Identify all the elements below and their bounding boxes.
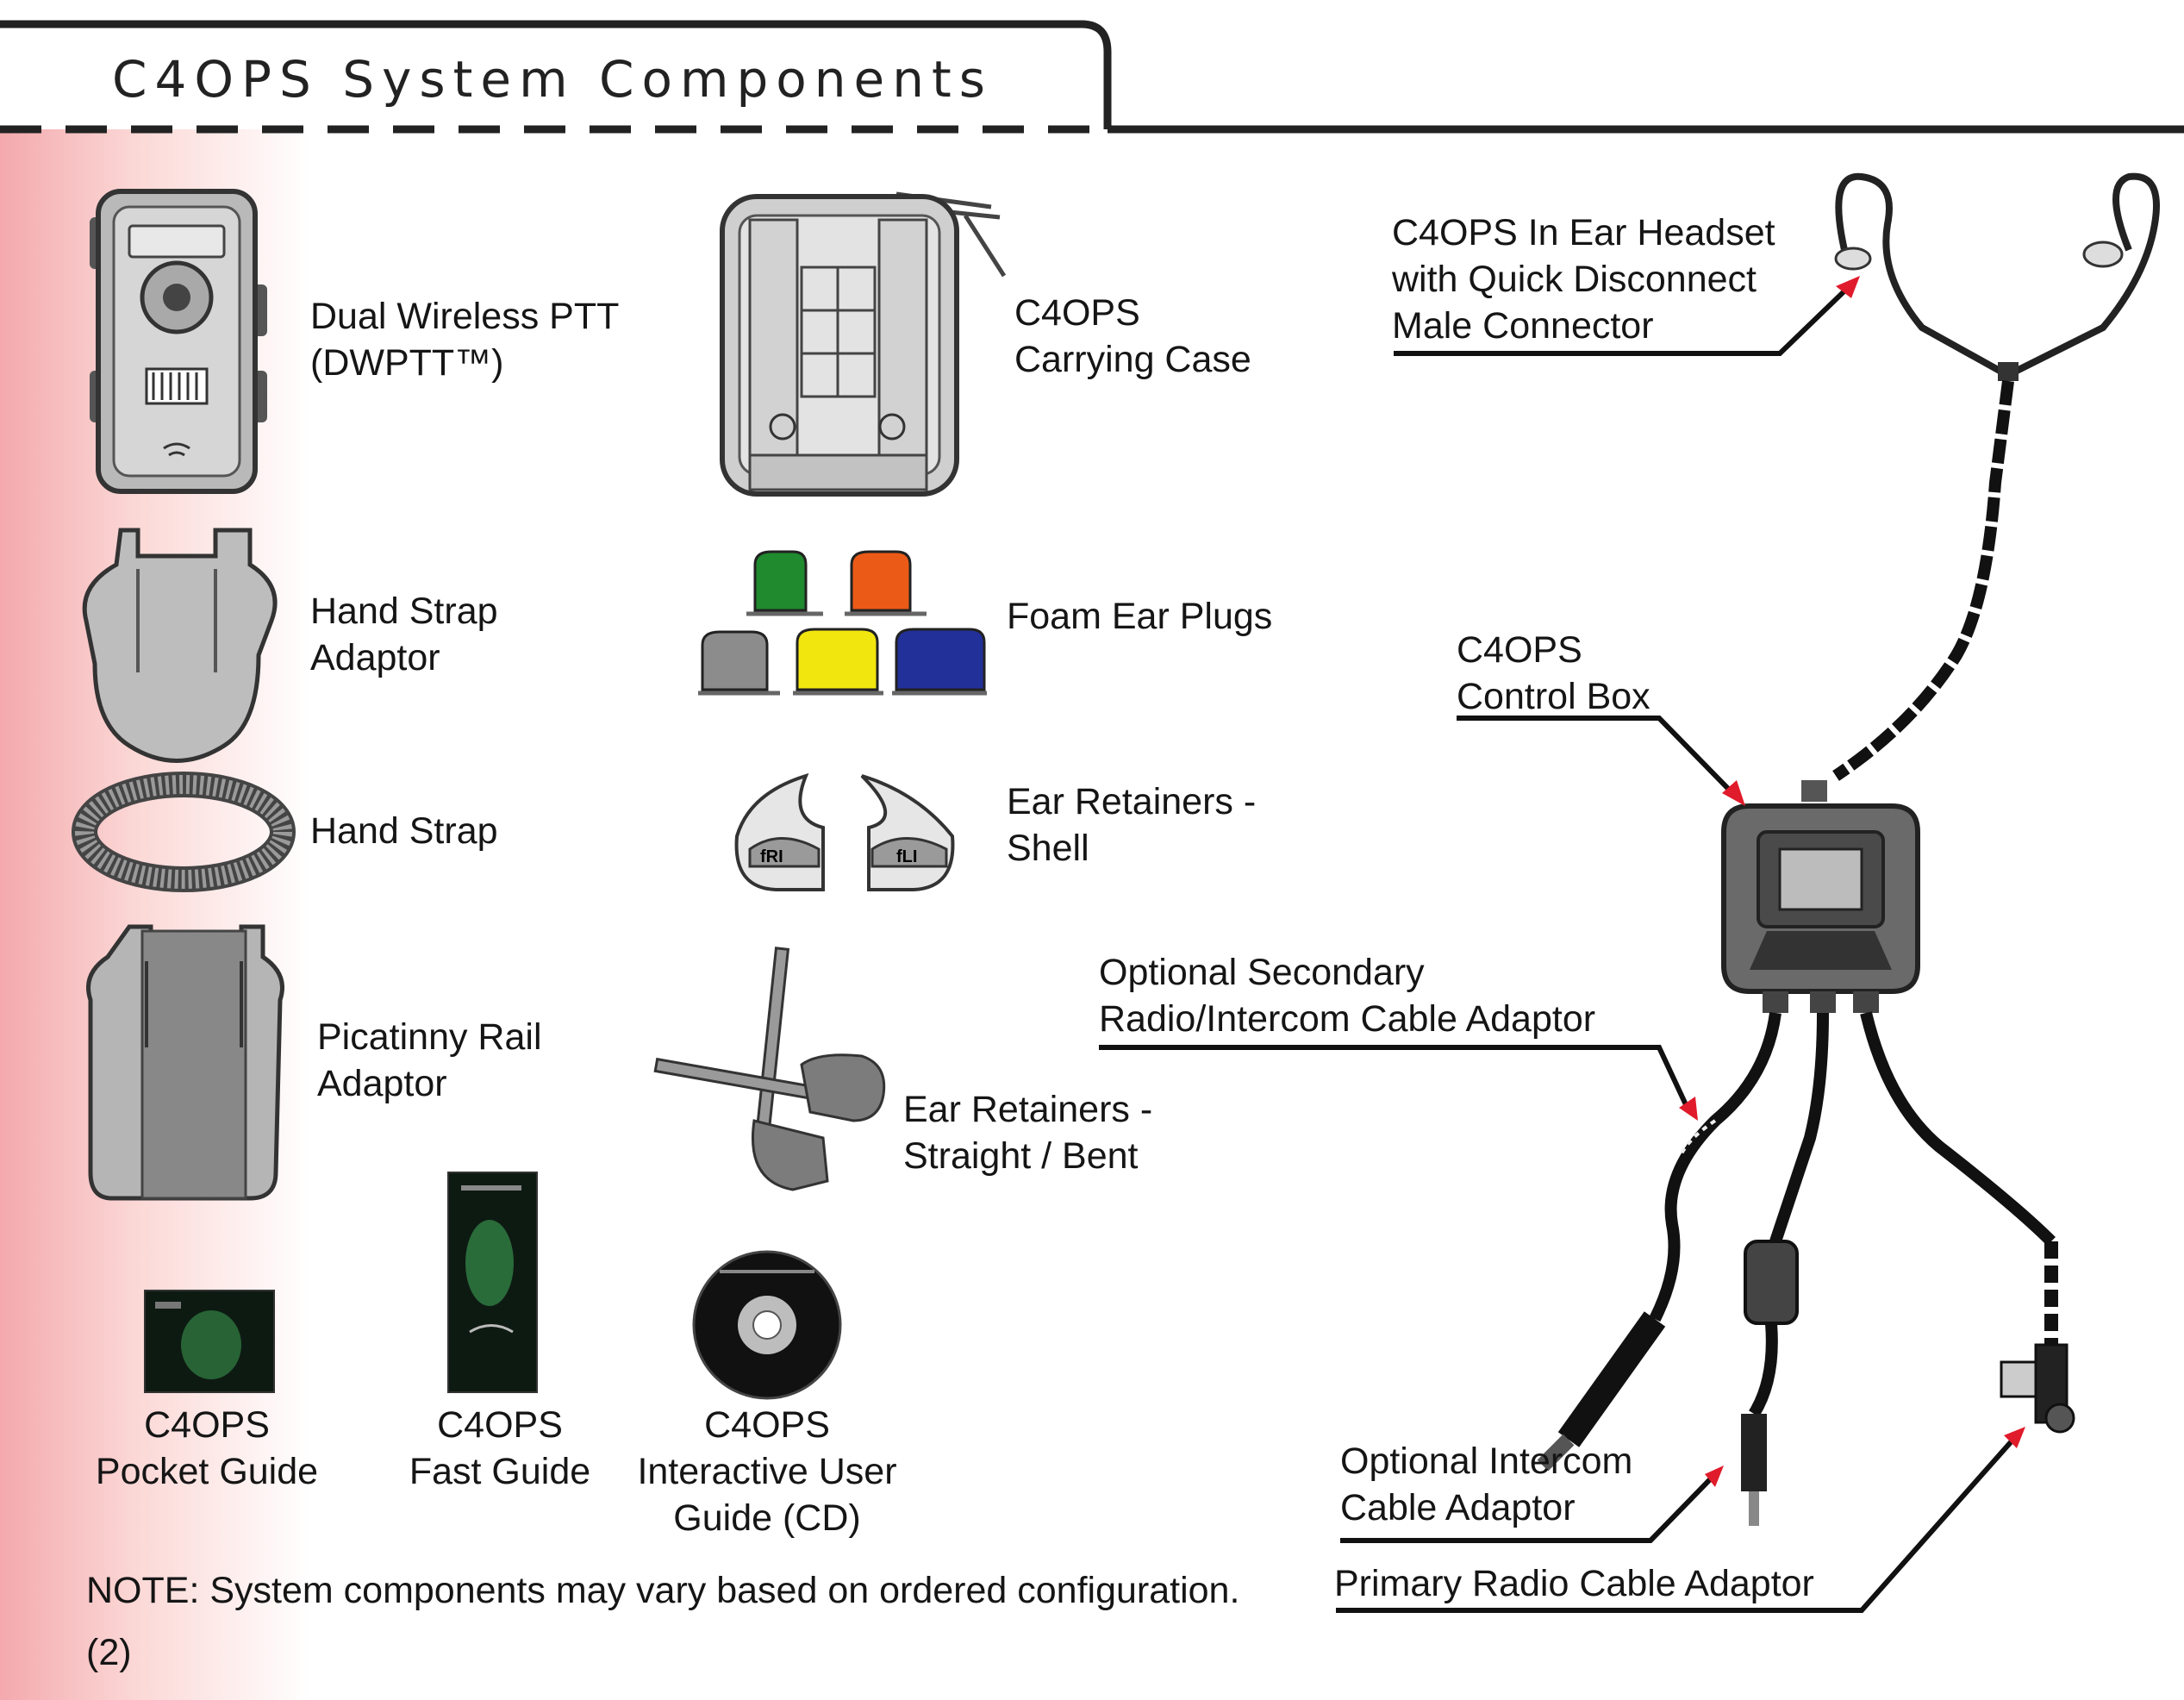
ear-retainer-shell-icon: fRI fLI bbox=[734, 772, 955, 891]
ear-retainer-straight-icon bbox=[653, 947, 886, 1191]
carrying-case-icon bbox=[720, 191, 1007, 497]
fast-guide-icon bbox=[447, 1172, 538, 1393]
dwptt-device-icon bbox=[90, 189, 267, 494]
picatinny-adaptor-icon bbox=[86, 924, 284, 1201]
cd-icon bbox=[692, 1250, 842, 1400]
callout-arrowheads bbox=[1679, 276, 2025, 1487]
svg-text:fLI: fLI bbox=[896, 847, 917, 866]
pocket-guide-icon bbox=[144, 1290, 275, 1393]
control-box-icon bbox=[1721, 780, 1920, 1013]
label-foam-ear-plugs: Foam Ear Plugs bbox=[1007, 596, 1273, 637]
cable-adaptor-icon bbox=[1537, 1011, 2075, 1526]
label-ear-retainers-shell: Ear Retainers -Shell bbox=[1007, 781, 1257, 869]
foam-ear-plugs-icon bbox=[698, 550, 987, 696]
page-number: (2) bbox=[86, 1632, 132, 1673]
headset-icon bbox=[1832, 172, 2160, 781]
hand-strap-adaptor-icon bbox=[82, 528, 278, 763]
page-title: C4OPS System Components bbox=[112, 50, 993, 109]
callout-leaders bbox=[1099, 280, 2019, 1613]
callout-primary-adaptor: Primary Radio Cable Adaptor bbox=[1334, 1563, 1814, 1604]
label-ear-retainers-straight: Ear Retainers -Straight / Bent bbox=[903, 1089, 1153, 1177]
hand-strap-icon bbox=[72, 772, 296, 892]
svg-text:fRI: fRI bbox=[760, 847, 783, 866]
configuration-note: NOTE: System components may vary based o… bbox=[86, 1570, 1240, 1611]
label-dwptt: Dual Wireless PTT(DWPTT™) bbox=[310, 296, 620, 384]
label-hand-strap: Hand Strap bbox=[310, 810, 498, 852]
header-tab-frame bbox=[0, 20, 2184, 134]
